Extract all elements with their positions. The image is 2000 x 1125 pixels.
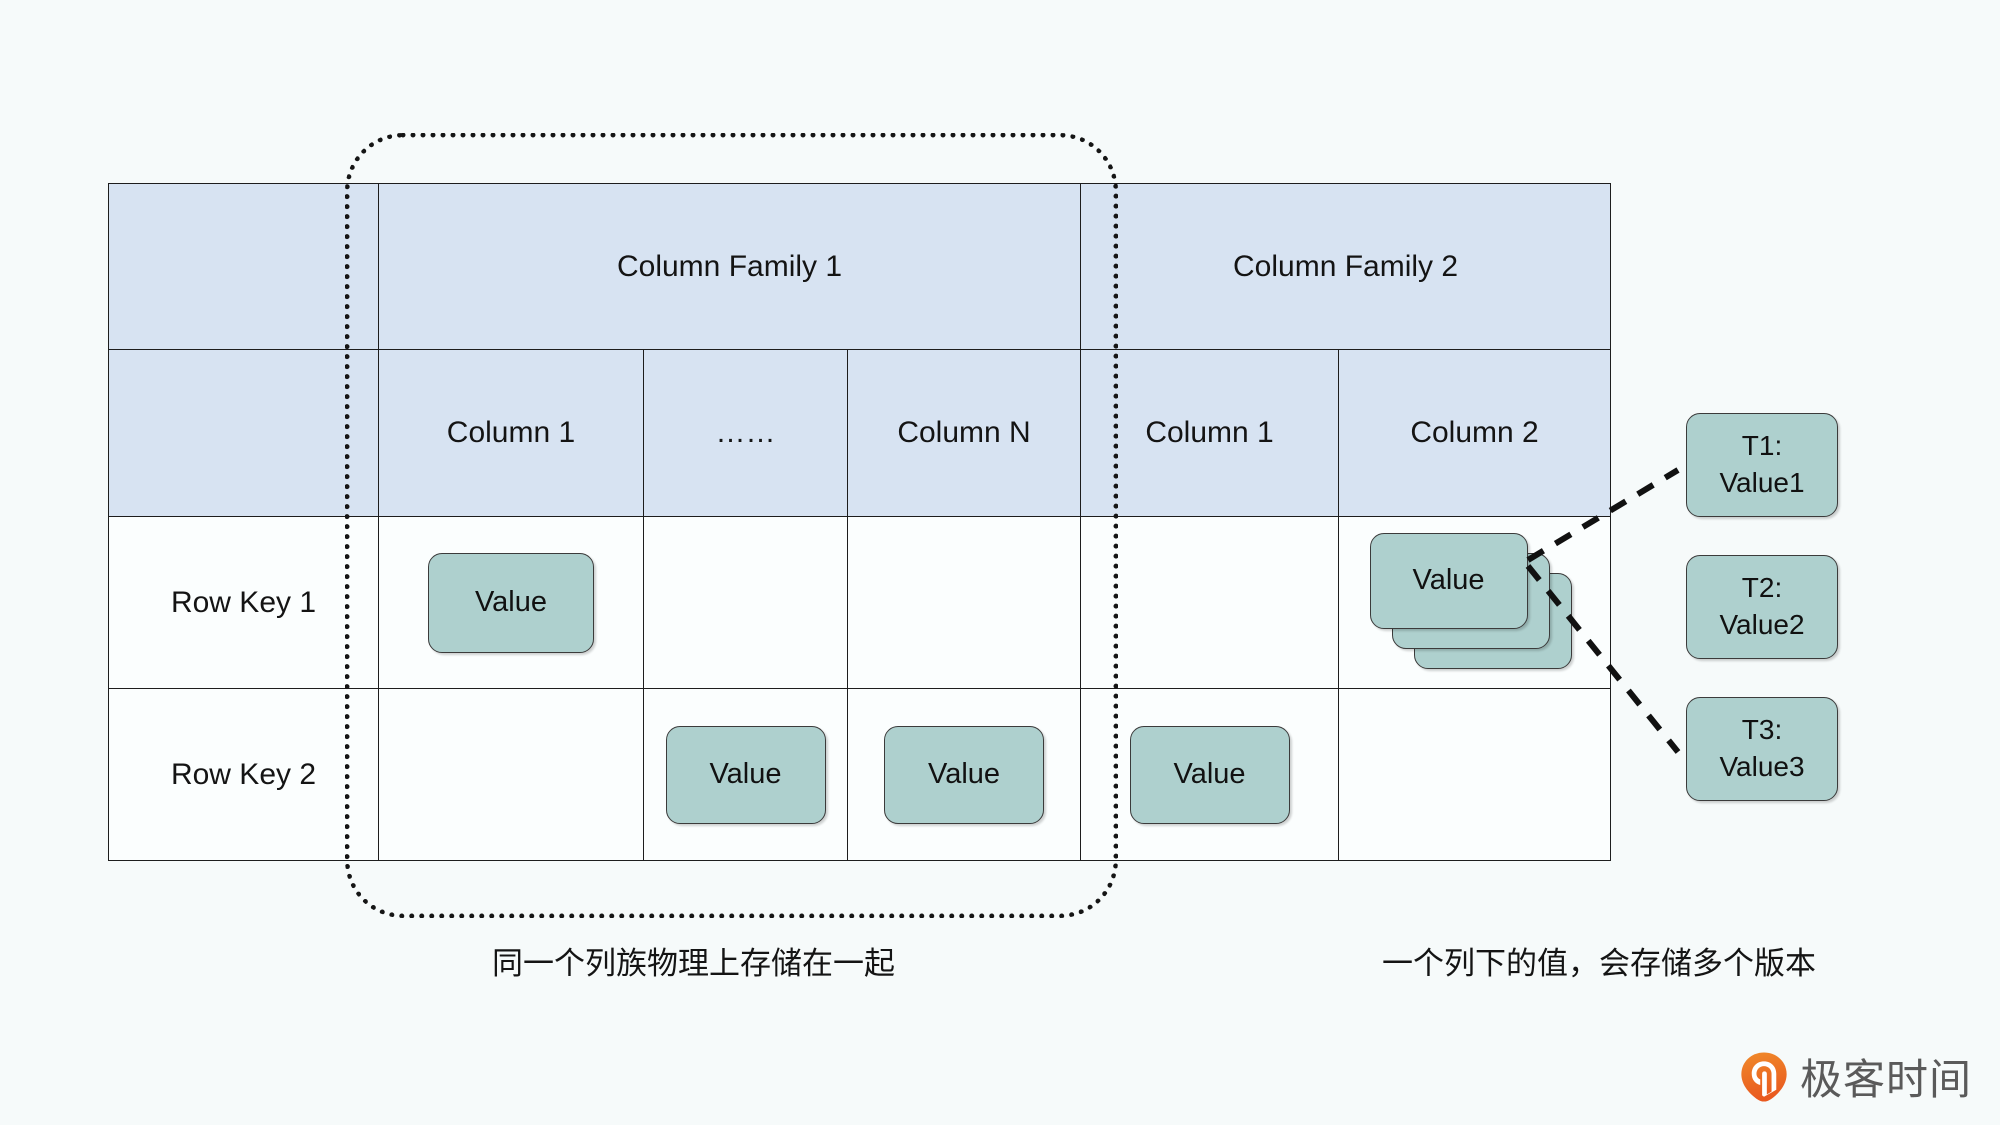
caption-multi-version: 一个列下的值，会存储多个版本 xyxy=(1382,946,1816,981)
corner-cell-secondary xyxy=(108,349,379,517)
version-chip-t2-timestamp: T2: xyxy=(1741,572,1783,604)
row-key-cell-1: Row Key 1 xyxy=(108,516,379,689)
value-chip: Value xyxy=(665,725,826,824)
column-header-cf2-col2: Column 2 xyxy=(1338,349,1612,517)
cell-r2-cf2-col2 xyxy=(1338,688,1612,861)
column-header-cf1-col1-label: Column 1 xyxy=(446,416,576,449)
column-family-1-label: Column Family 1 xyxy=(616,249,843,283)
row-key-cell-2: Row Key 2 xyxy=(108,688,379,861)
cell-r1-cf2-col2: Value xyxy=(1338,516,1612,689)
cell-r2-cf2-col1: Value xyxy=(1080,688,1340,861)
row-key-label-1: Row Key 1 xyxy=(170,585,317,619)
cell-r2-cf1-coln: Value xyxy=(846,688,1082,861)
column-header-cf1-coln: Column N xyxy=(846,349,1082,517)
version-chip-t3-timestamp: T3: xyxy=(1741,714,1783,746)
column-header-cf2-col1: Column 1 xyxy=(1080,349,1340,517)
version-chip-t1-timestamp: T1: xyxy=(1741,430,1783,462)
caption-column-family-storage: 同一个列族物理上存储在一起 xyxy=(492,946,895,981)
version-chip-t1-value: Value1 xyxy=(1719,467,1805,498)
column-header-cf1-ellipsis-label: …… xyxy=(715,416,776,449)
cell-r1-cf1-coln xyxy=(846,516,1082,689)
geektime-logo-icon xyxy=(1741,1051,1787,1102)
cell-r2-cf1-ellipsis: Value xyxy=(643,688,848,861)
value-version-stack: Value xyxy=(1369,532,1580,673)
version-chip-t3-value: Value3 xyxy=(1719,751,1805,782)
value-chip-version-1: Value xyxy=(1369,532,1528,629)
column-family-2-label: Column Family 2 xyxy=(1233,249,1459,283)
column-family-2-header: Column Family 2 xyxy=(1080,183,1612,350)
hbase-schema-table: Column Family 1 Column Family 2 Column 1… xyxy=(108,183,1612,861)
row-key-label-2: Row Key 2 xyxy=(170,757,317,791)
table-row: Row Key 1 Value xyxy=(108,516,1612,689)
column-header-cf2-col2-label: Column 2 xyxy=(1410,416,1539,449)
version-chip-t3: T3: Value3 xyxy=(1686,697,1838,801)
value-chip: Value xyxy=(1129,725,1290,824)
version-chip-t2-value: Value2 xyxy=(1719,609,1805,640)
column-header-cf1-ellipsis: …… xyxy=(643,349,848,517)
brand-name: 极客时间 xyxy=(1800,1055,1973,1104)
version-chip-t1: T1: Value1 xyxy=(1686,413,1838,517)
table-header-row-columns: Column 1 …… Column N Column 1 Column 2 xyxy=(108,349,1612,517)
version-chip-t2: T2: Value2 xyxy=(1686,555,1838,659)
column-header-cf2-col1-label: Column 1 xyxy=(1145,416,1274,449)
value-chip: Value xyxy=(428,552,594,653)
value-chip: Value xyxy=(884,725,1045,824)
cell-r1-cf1-col1: Value xyxy=(378,516,644,689)
column-family-1-header: Column Family 1 xyxy=(377,183,1082,350)
corner-cell xyxy=(108,183,379,350)
column-header-cf1-coln-label: Column N xyxy=(897,416,1031,449)
column-header-cf1-col1: Column 1 xyxy=(378,349,644,517)
cell-r1-cf2-col1 xyxy=(1080,516,1340,689)
table-header-row-families: Column Family 1 Column Family 2 xyxy=(108,183,1612,350)
table-row: Row Key 2 Value Value Valu xyxy=(108,688,1612,861)
brand-logo: 极客时间 xyxy=(1740,1046,1972,1107)
cell-r2-cf1-col1 xyxy=(378,688,644,861)
cell-r1-cf1-ellipsis xyxy=(643,516,848,689)
